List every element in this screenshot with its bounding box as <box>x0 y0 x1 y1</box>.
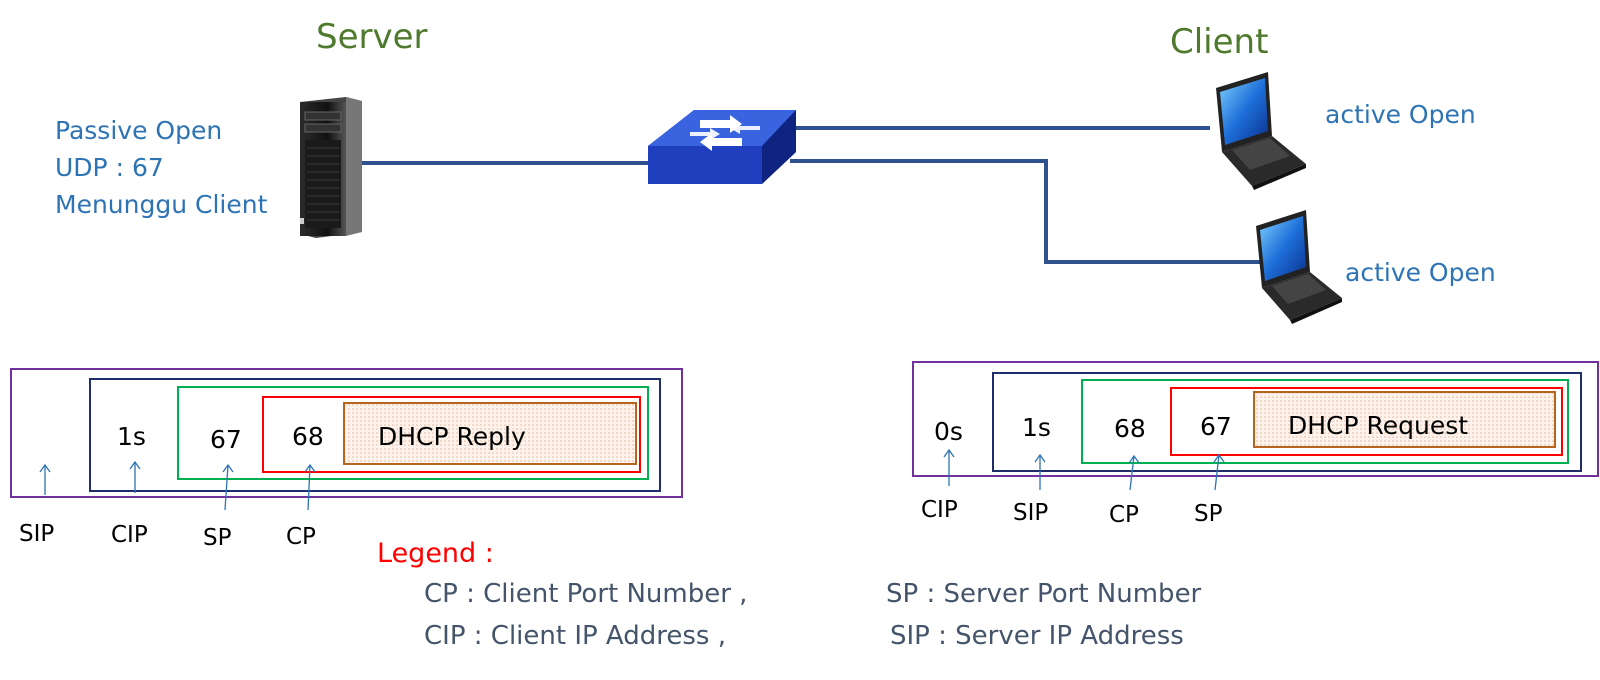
request-cp-box <box>1081 379 1569 464</box>
reply-cip-box <box>89 378 661 492</box>
switch-icon <box>648 110 796 184</box>
laptop-1-label: active Open <box>1325 100 1476 129</box>
laptop-2-label: active Open <box>1345 258 1496 287</box>
server-note-line: Passive Open <box>55 116 223 145</box>
request-cp-value: 68 <box>1114 414 1146 443</box>
legend-cp: CP : Client Port Number , <box>424 579 748 609</box>
reply-cp-value: 68 <box>292 422 324 451</box>
server-heading: Server <box>316 17 428 57</box>
request-ip-box <box>912 361 1599 477</box>
reply-sp-value: 67 <box>210 425 242 454</box>
server-icon <box>300 97 362 238</box>
reply-ip-box <box>10 368 683 498</box>
server-notes: Passive Open UDP : 67 Menunggu Client <box>55 112 267 223</box>
reply-sp-box <box>177 386 649 480</box>
reply-cip-label: CIP <box>111 522 148 548</box>
reply-cp-arrow <box>304 463 316 511</box>
request-cip-value: 0s <box>934 417 963 446</box>
legend-sp: SP : Server Port Number <box>886 579 1202 609</box>
legend-sip: SIP : Server IP Address <box>890 621 1184 651</box>
request-sip-arrow <box>1034 453 1046 490</box>
request-payload-box <box>1253 391 1556 448</box>
reply-payload-label: DHCP Reply <box>378 422 526 451</box>
request-cp-label: CP <box>1109 502 1139 528</box>
server-note-line: Menunggu Client <box>55 190 268 219</box>
laptop-icon-2 <box>1256 210 1342 324</box>
server-note-line: UDP : 67 <box>55 153 164 182</box>
pointer-arrows <box>39 448 1225 511</box>
reply-sp-arrow <box>222 463 234 511</box>
request-cip-arrow <box>943 448 955 486</box>
reply-cip-value: 1s <box>117 422 146 451</box>
request-sip-value: 1s <box>1022 413 1051 442</box>
reply-sp-label: SP <box>203 525 232 551</box>
request-cp-arrow <box>1128 454 1140 491</box>
request-sp-box <box>1170 387 1563 456</box>
reply-sip-arrow <box>39 463 51 495</box>
reply-packet <box>10 368 683 498</box>
request-packet <box>912 361 1599 477</box>
reply-cp-box <box>262 396 641 473</box>
request-sp-arrow <box>1213 453 1225 491</box>
request-sp-label: SP <box>1194 501 1223 527</box>
request-sip-label: SIP <box>1013 500 1049 526</box>
reply-cip-arrow <box>129 460 141 493</box>
client-heading: Client <box>1170 22 1269 62</box>
reply-sip-label: SIP <box>19 521 55 547</box>
request-payload-label: DHCP Request <box>1288 411 1469 440</box>
request-sip-box <box>992 372 1582 472</box>
request-sp-value: 67 <box>1200 412 1232 441</box>
reply-payload-box <box>343 402 637 465</box>
link-switch-laptop-2 <box>790 159 1262 264</box>
legend-title: Legend : <box>377 538 494 569</box>
legend-cip: CIP : Client IP Address , <box>424 621 727 651</box>
request-cip-label: CIP <box>921 497 958 523</box>
laptop-icon-1 <box>1216 72 1306 190</box>
reply-cp-label: CP <box>286 524 316 550</box>
